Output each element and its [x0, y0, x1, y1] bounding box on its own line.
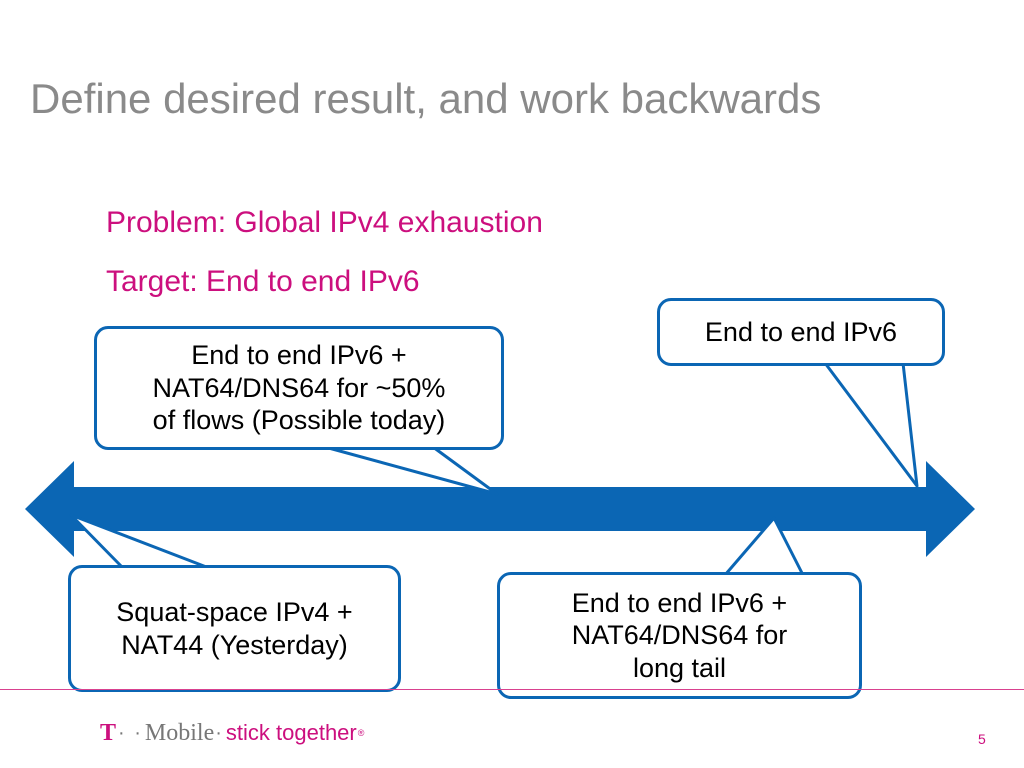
callout-long-tail: End to end IPv6 + NAT64/DNS64 for long t… — [497, 572, 862, 699]
slide-title: Define desired result, and work backward… — [30, 75, 822, 122]
callout-end-to-end: End to end IPv6 — [657, 298, 945, 366]
page-number: 5 — [978, 731, 986, 747]
logo-mobile-wordmark: Mobile — [144, 719, 215, 746]
registered-mark: ® — [357, 728, 365, 738]
footer-divider — [0, 689, 1024, 690]
logo-separator-dot: · — [215, 721, 222, 744]
problem-statement: Problem: Global IPv4 exhaustion — [106, 206, 543, 239]
logo-dots: · · — [118, 721, 143, 744]
logo-tagline: stick together — [225, 720, 357, 745]
tmobile-logo: T · · Mobile · stick together ® — [100, 717, 364, 749]
callout-possible-today: End to end IPv6 + NAT64/DNS64 for ~50% o… — [94, 326, 504, 450]
logo-t-mark: T — [100, 719, 117, 746]
double-headed-timeline-arrow — [25, 461, 975, 557]
callout-pointer-end — [823, 361, 919, 488]
callout-pointer-today — [323, 445, 499, 496]
callout-yesterday: Squat-space IPv4 + NAT44 (Yesterday) — [68, 565, 401, 692]
target-statement: Target: End to end IPv6 — [106, 265, 420, 298]
